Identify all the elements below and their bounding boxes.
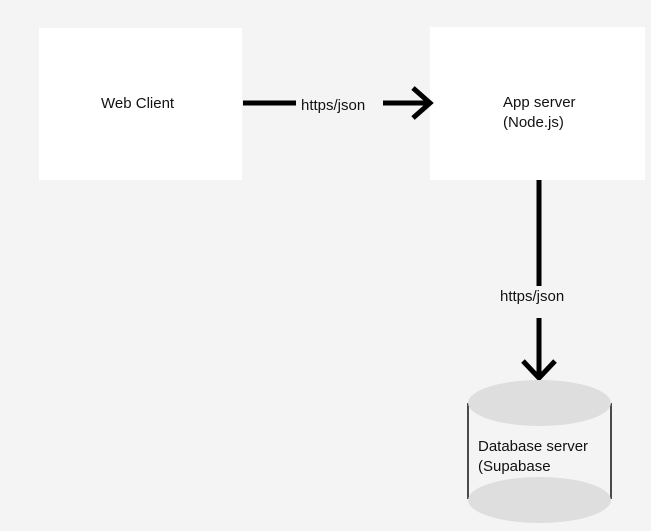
edge-app-to-db-label: https/json (498, 287, 567, 307)
web-client-node[interactable] (39, 28, 242, 180)
database-label: Database server (Supabase (478, 438, 589, 475)
database-bottom-ellipse (468, 477, 611, 523)
web-client-label: Web Client (101, 95, 175, 112)
app-server-node[interactable] (430, 27, 645, 180)
app-server-label: App server (Node.js) (503, 94, 576, 131)
database-top-ellipse (468, 380, 611, 426)
edge-client-to-app-label: https/json (299, 96, 368, 116)
arrowhead-right-icon (411, 86, 434, 120)
arrowhead-down-icon (521, 359, 557, 382)
database-node[interactable] (467, 380, 612, 523)
